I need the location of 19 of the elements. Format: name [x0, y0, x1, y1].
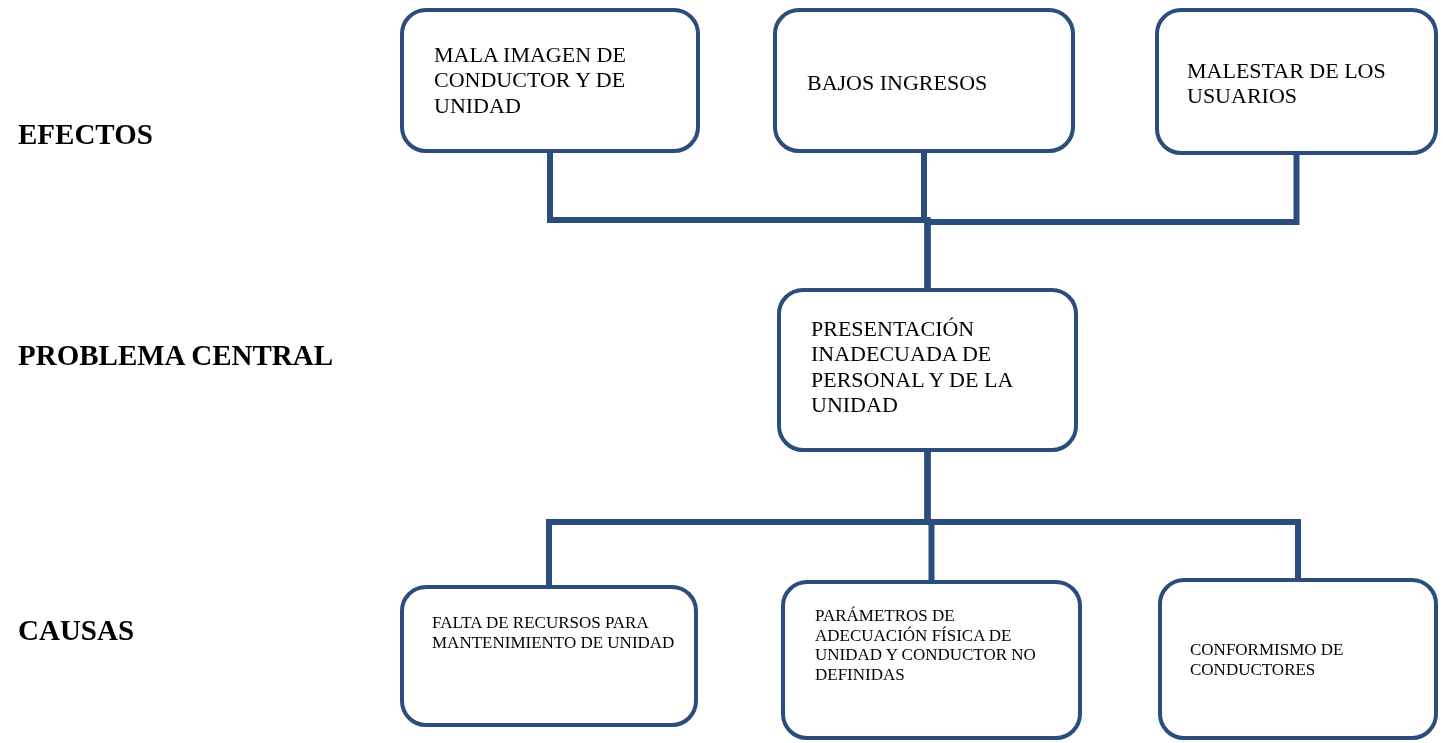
connector-line [924, 155, 1300, 288]
box-text: CONFORMISMO DE CONDUCTORES [1190, 640, 1345, 680]
rounded-box [1158, 578, 1438, 740]
connector-line [924, 452, 1301, 578]
rounded-box [773, 8, 1075, 153]
rounded-box [400, 585, 698, 727]
box-text: MALESTAR DE LOS USUARIOS [1187, 58, 1387, 109]
box-text: FALTA DE RECURSOS PARA MANTENIMIENTO DE UNIDAD [432, 613, 676, 653]
row-heading: EFECTOS [18, 118, 153, 151]
row-heading: PROBLEMA CENTRAL [18, 339, 333, 372]
box-text: PRESENTACIÓN INADECUADA DE PERSONAL Y DE LA UNIDAD [811, 316, 1014, 418]
rounded-box [1155, 8, 1438, 155]
row-heading: CAUSAS [18, 614, 135, 647]
box-text: BAJOS INGRESOS [807, 70, 989, 96]
box-text: MALA IMAGEN DE CONDUCTOR Y DE UNIDAD [434, 42, 627, 118]
box-text: PARÁMETROS DE ADECUACIÓN FÍSICA DE UNIDAD Y CONDUCTOR NO DEFINIDAS [815, 606, 1037, 685]
rounded-box [781, 580, 1082, 740]
rounded-box [400, 8, 700, 153]
rounded-box [777, 288, 1078, 452]
